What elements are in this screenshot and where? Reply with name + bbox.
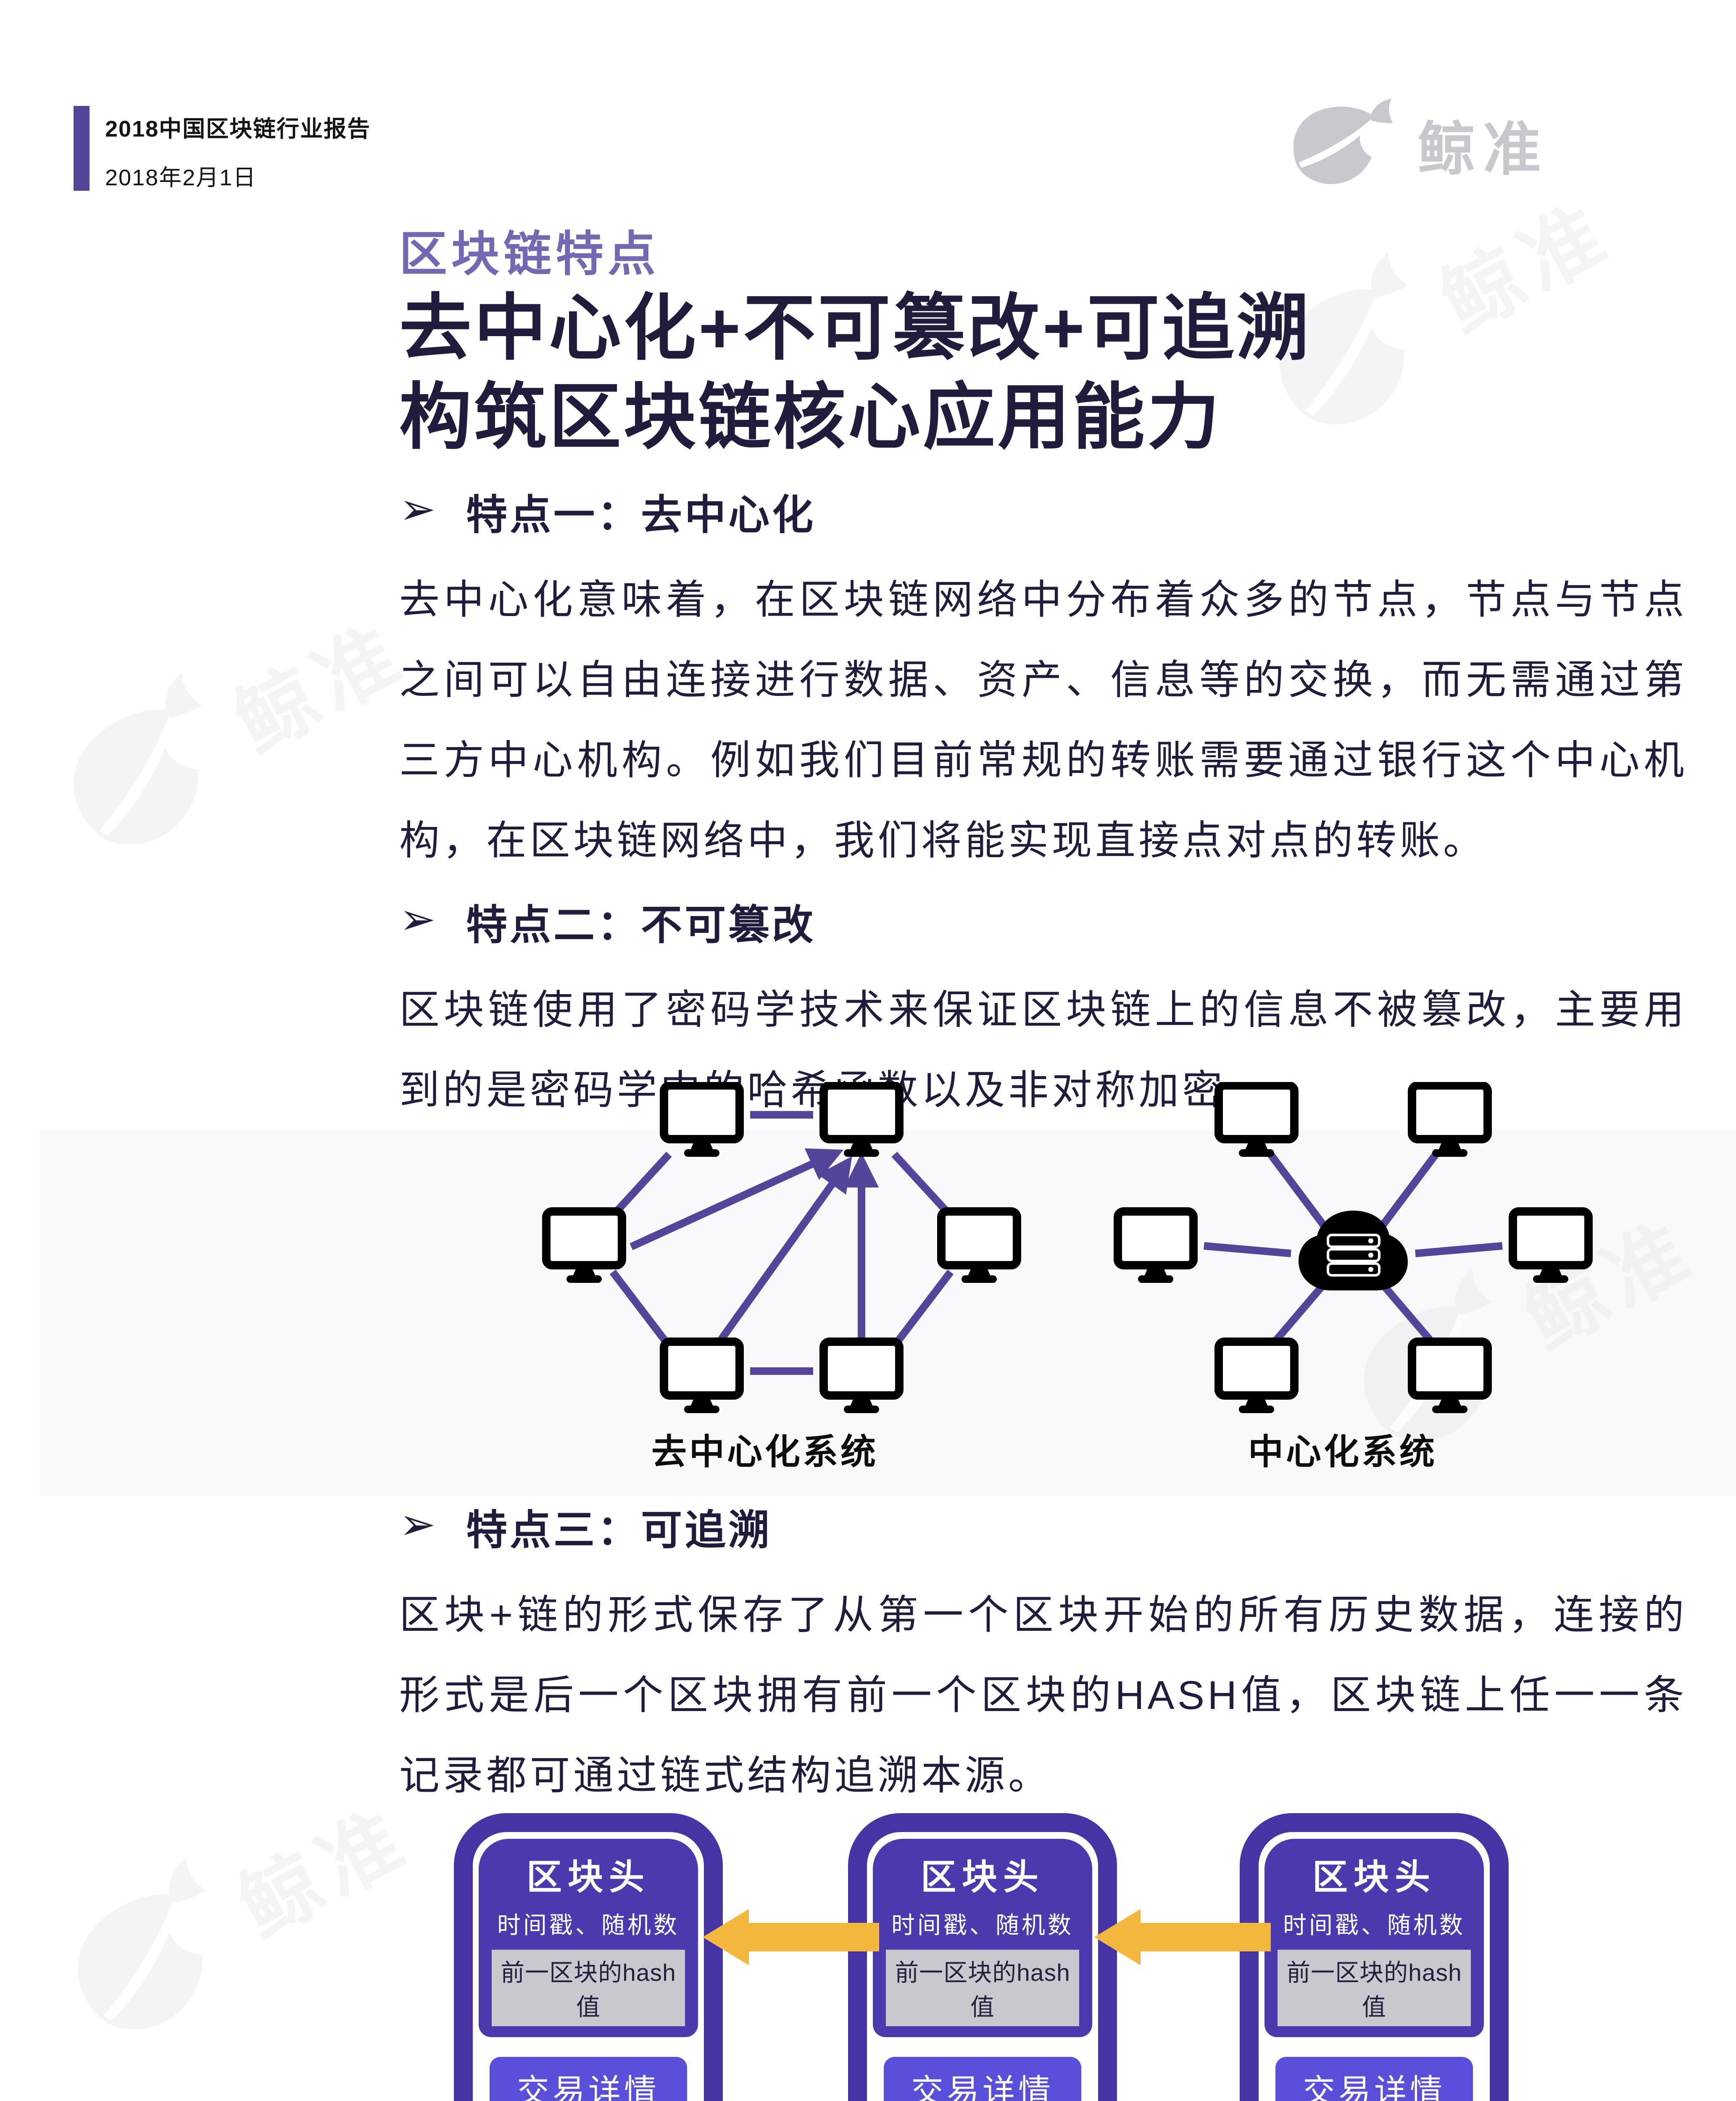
decentralized-diagram-label: 去中心化系统 [651, 1432, 878, 1472]
block-header: 区块头 时间戳、随机数 前一区块的hash值 [479, 1839, 698, 2037]
computer-icon [1118, 1211, 1193, 1283]
arrow-bullet-icon: ➢ [399, 1500, 439, 1549]
watermark-text: 鲸准 [1427, 187, 1627, 349]
feature-1-heading: ➢ 特点一：去中心化 [399, 482, 816, 541]
hash-link-arrow [1094, 1909, 1271, 1965]
report-date: 2018年2月1日 [105, 165, 257, 190]
block-header-title: 区块头 [526, 1857, 650, 1897]
whale-icon [49, 1856, 252, 2050]
arrow-head-left-icon [703, 1909, 749, 1965]
block-header-subtitle: 时间戳、随机数 [891, 1912, 1074, 1938]
feature-3-heading: ➢ 特点三：可追溯 [399, 1497, 772, 1556]
arrow-bullet-icon: ➢ [399, 485, 439, 534]
computer-icon [824, 1085, 899, 1157]
feature-1-paragraph: 去中心化意味着，在区块链网络中分布着众多的节点，节点与节点之间可以自由连接进行数… [399, 577, 1687, 863]
decentralized-network-diagram [479, 1082, 1051, 1427]
whale-icon [45, 671, 248, 865]
arrow-head-left-icon [1094, 1909, 1141, 1965]
page-title-line1: 去中心化+不可篡改+可追溯 [399, 288, 1312, 369]
computer-icon [941, 1211, 1017, 1283]
block-header: 区块头 时间戳、随机数 前一区块的hash值 [873, 1839, 1092, 2037]
feature-3-heading-text: 特点三：可追溯 [466, 1507, 772, 1553]
previous-hash-field: 前一区块的hash值 [886, 1950, 1079, 2026]
centralized-network-diagram [1059, 1082, 1631, 1427]
computer-icon [824, 1342, 899, 1413]
watermark-text: 鲸准 [221, 607, 421, 769]
watermark-text: 鲸准 [225, 1792, 425, 1954]
whale-logo-icon [1293, 99, 1393, 184]
cloud-server-icon [1299, 1211, 1408, 1290]
block-header-subtitle: 时间戳、随机数 [497, 1912, 680, 1938]
hash-link-arrow [703, 1909, 879, 1965]
transaction-detail-row: 交易详情 [490, 2057, 687, 2101]
brand-logo-text: 鲸准 [1417, 117, 1549, 182]
feature-2-heading-text: 特点二：不可篡改 [466, 902, 816, 948]
block-header: 区块头 时间戳、随机数 前一区块的hash值 [1264, 1839, 1484, 2037]
transaction-detail-row: 交易详情 [884, 2057, 1081, 2101]
arrow-bar [743, 1923, 879, 1951]
whale-watermark: 鲸准 [39, 1761, 434, 2062]
brand-logo: 鲸准 [1286, 99, 1549, 189]
whale-watermark: 鲸准 [34, 577, 429, 877]
arrow-bullet-icon: ➢ [399, 895, 439, 944]
computer-icon [1513, 1211, 1588, 1283]
block-header-subtitle: 时间戳、随机数 [1283, 1912, 1465, 1938]
computer-icon [664, 1085, 740, 1157]
feature-1-heading-text: 特点一：去中心化 [466, 492, 816, 538]
block-header-title: 区块头 [1312, 1857, 1436, 1897]
section-label: 区块链特点 [399, 228, 660, 281]
computer-icon [664, 1342, 740, 1413]
computer-icon [1219, 1085, 1294, 1157]
previous-hash-field: 前一区块的hash值 [1278, 1950, 1471, 2026]
previous-hash-field: 前一区块的hash值 [492, 1950, 685, 2026]
arrow-bar [1134, 1923, 1271, 1951]
block-header-title: 区块头 [920, 1857, 1044, 1897]
block-1: 区块头 时间戳、随机数 前一区块的hash值 交易详情 交易数 区块大小 [454, 1813, 723, 2101]
feature-2-heading: ➢ 特点二：不可篡改 [399, 892, 816, 951]
transaction-detail-row: 交易详情 [1275, 2057, 1473, 2101]
block-2: 区块头 时间戳、随机数 前一区块的hash值 交易详情 交易数 区块大小 [848, 1813, 1117, 2101]
computer-icon [1412, 1085, 1488, 1157]
header-accent-bar [74, 106, 90, 191]
report-title: 2018中国区块链行业报告 [105, 116, 371, 142]
feature-3-paragraph: 区块+链的形式保存了从第一个区块开始的所有历史数据，连接的形式是后一个区块拥有前… [399, 1593, 1687, 1798]
computer-icon [1412, 1342, 1488, 1413]
page-title-line2: 构筑区块链核心应用能力 [399, 377, 1222, 458]
computer-icon [1219, 1342, 1294, 1413]
centralized-diagram-label: 中心化系统 [1248, 1432, 1437, 1472]
block-3: 区块头 时间戳、随机数 前一区块的hash值 交易详情 交易数 区块大小 [1240, 1813, 1509, 2101]
computer-icon [546, 1211, 622, 1283]
